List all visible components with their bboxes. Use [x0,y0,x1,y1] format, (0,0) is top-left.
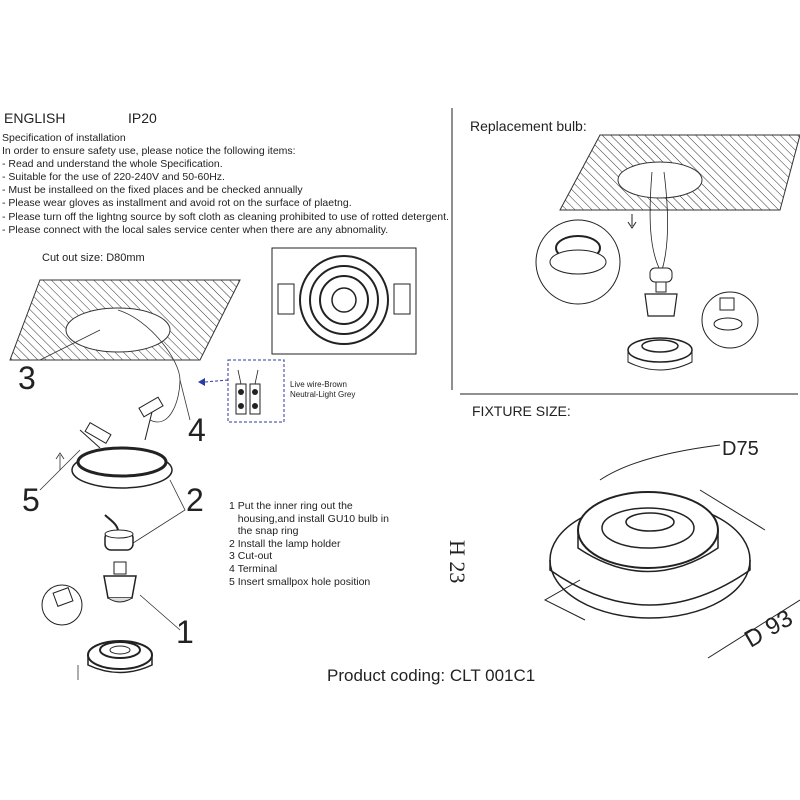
product-coding: Product coding: CLT 001C1 [327,666,536,685]
ceiling-slab [9,279,241,361]
dimension-d75: D75 [722,438,759,460]
specification-item: - Please connect with the local sales se… [2,223,389,236]
gu10-bulb [103,561,137,603]
callout-4-leader [179,379,191,421]
replacement-bulb-title: Replacement bulb: [470,118,587,134]
callout-1-leader [139,594,181,631]
supply-wire [117,309,181,423]
step-line: 1 Put the inner ring out the [229,500,353,512]
specification-item: - Please turn off the lightng source by … [2,210,449,223]
housing-ring [71,396,173,489]
callout-2-leader [129,479,186,546]
step-line: the snap ring [229,525,299,538]
specification-item: - Must be installeed on the fixed places… [2,184,303,197]
live-wire-label: Live wire-Brown [290,380,347,389]
specification-item: - Please wear gloves as installment and … [2,197,352,210]
specification-intro: In order to ensure safety use, please no… [2,145,296,158]
cut-out-size-label: Cut out size: D80mm [42,252,145,264]
callout-4: 4 [188,412,206,448]
callout-3-leader [39,329,101,361]
replacement-bulb-diagram [535,134,800,371]
language-label: ENGLISH [4,110,66,126]
lamp-holder [104,514,134,551]
fixture-size-title: FIXTURE SIZE: [472,403,571,419]
step-line: 4 Terminal [229,562,278,575]
d93-dimension-line [707,599,800,659]
inner-ring [87,640,153,674]
specification-item: - Read and understand the whole Specific… [2,158,223,171]
neutral-wire-label: Neutral-Light Grey [290,390,356,399]
callout-1: 1 [176,614,194,650]
step-line: 2 Install the lamp holder [229,537,341,550]
installation-steps: 1 Put the inner ring out the housing,and… [229,500,389,588]
step-line: 5 Insert smallpox hole position [229,575,371,588]
specification-block: Specification of installation In order t… [2,132,449,237]
fixture-size-diagram [543,444,800,659]
specification-title: Specification of installation [2,132,126,144]
top-view-fixture [271,247,417,355]
callout-2: 2 [186,482,204,518]
step-line: housing,and install GU10 bulb in [229,512,389,525]
specification-item: - Suitable for the use of 220-240V and 5… [2,171,225,184]
step-line: 3 Cut-out [229,550,273,563]
callout-5: 5 [22,482,40,518]
dimension-h23: H 23 [445,540,470,584]
ip-rating-label: IP20 [128,110,157,126]
wiring-diagram [198,359,285,423]
callout-3: 3 [18,360,36,396]
